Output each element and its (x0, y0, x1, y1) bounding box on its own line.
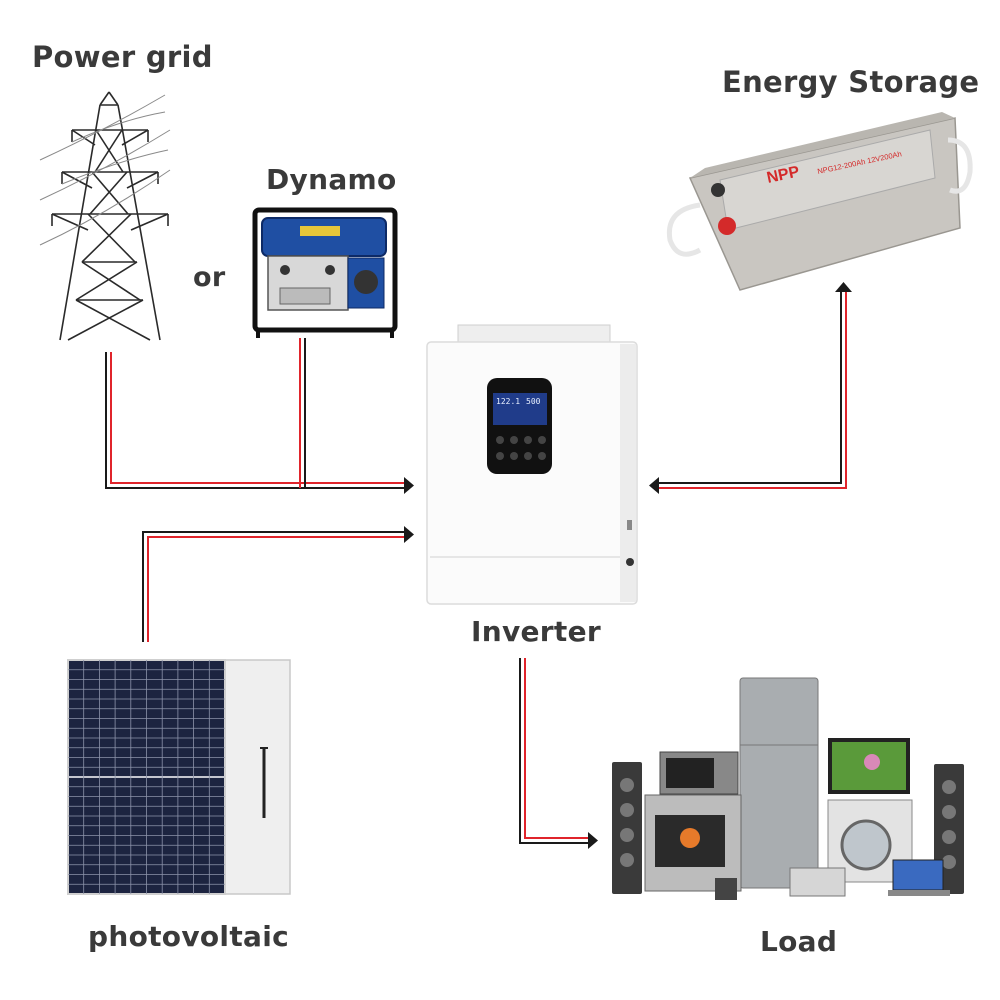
arrow-into-load (588, 832, 598, 849)
label-power-grid: Power grid (32, 40, 213, 74)
wire-inverter-to-load (519, 658, 588, 844)
wire-pv-to-inverter (142, 531, 404, 642)
label-load: Load (760, 925, 838, 958)
label-energy-storage: Energy Storage (722, 65, 980, 99)
arrow-into-inverter-top (404, 477, 414, 494)
arrow-into-inverter-pv (404, 526, 414, 543)
battery-brand: NPP (765, 163, 801, 187)
label-or: or (193, 262, 226, 293)
inverter-display-left: 122.1 (496, 397, 520, 406)
arrow-into-storage (835, 282, 852, 292)
label-photovoltaic: photovoltaic (88, 920, 289, 953)
label-inverter: Inverter (471, 615, 601, 648)
arrow-into-inverter-storage (649, 477, 659, 494)
wire-dynamo-to-inverter (299, 338, 306, 488)
wire-storage-to-inverter (659, 292, 847, 489)
inverter-display-right: 500 (526, 397, 541, 406)
label-dynamo: Dynamo (266, 163, 397, 196)
